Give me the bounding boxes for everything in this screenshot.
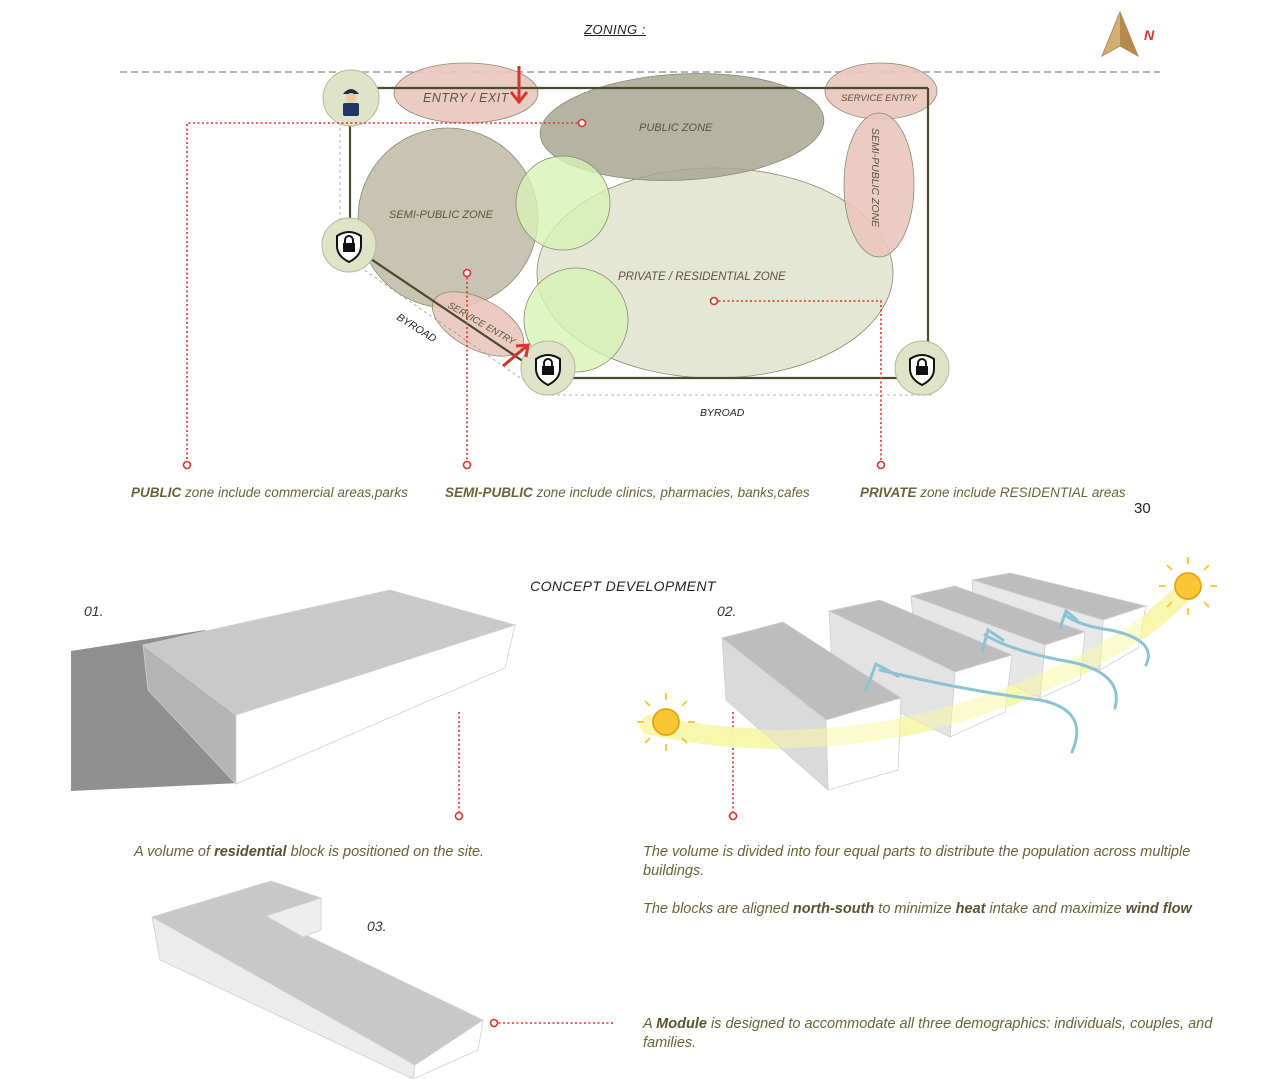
legend-semi-public-text: zone include clinics, pharmacies, banks,… xyxy=(532,485,810,500)
legend-private-bold: PRIVATE xyxy=(860,485,917,500)
step-03-description: A Module is designed to accommodate all … xyxy=(643,1015,1213,1053)
step-01-text-a: A volume of xyxy=(134,844,215,860)
label-service-entry-ne: SERVICE ENTRY xyxy=(841,93,918,104)
legend-private-text: zone include RESIDENTIAL areas xyxy=(916,485,1126,500)
label-byroad-south: BYROAD xyxy=(700,407,745,419)
step-03-number: 03. xyxy=(367,918,387,934)
step-01-description: A volume of residential block is positio… xyxy=(134,843,574,862)
step-02-text-bold-3: wind flow xyxy=(1125,901,1192,917)
step-02-description-1: The volume is divided into four equal pa… xyxy=(643,844,1191,879)
step-03-text-a: A xyxy=(643,1016,657,1032)
legend-semi-public-bold: SEMI-PUBLIC xyxy=(445,485,533,500)
label-entry-exit: ENTRY / EXIT xyxy=(423,91,510,105)
leader-dot xyxy=(489,1018,499,1028)
legend-semi-public: SEMI-PUBLIC zone include clinics, pharma… xyxy=(445,485,810,500)
security-guard-icon xyxy=(322,69,380,127)
sun-path-overlay xyxy=(641,581,1194,748)
green-buffer-top xyxy=(515,155,611,251)
step-01-number: 01. xyxy=(84,603,104,619)
concept-title: CONCEPT DEVELOPMENT xyxy=(530,578,716,594)
page-number: 30 xyxy=(1134,500,1151,517)
leader-dot xyxy=(454,811,464,821)
leader-dot xyxy=(709,296,719,306)
north-label: N xyxy=(1144,27,1155,43)
zone-leaders xyxy=(186,122,882,465)
concept-01-volume xyxy=(71,589,517,791)
leader-dot xyxy=(182,460,192,470)
label-public-zone: PUBLIC ZONE xyxy=(639,122,713,134)
step-01-text-bold: residential xyxy=(214,844,287,860)
label-byroad-west: BYROAD xyxy=(394,311,438,345)
zoning-title: ZONING : xyxy=(584,22,646,37)
service-arrow-icon xyxy=(502,343,530,368)
leader-dot xyxy=(728,811,738,821)
leader-dot xyxy=(577,118,587,128)
step-02-text-a: The blocks are aligned xyxy=(643,901,793,917)
public-zone xyxy=(539,73,825,181)
step-02-text-bold-2: heat xyxy=(955,901,986,917)
step-02-text-bold-1: north-south xyxy=(792,901,875,917)
step-03-text-b: is designed to accommodate all three dem… xyxy=(643,1016,1213,1051)
semi-public-east-zone xyxy=(843,112,915,258)
zone-blobs xyxy=(357,62,938,379)
step-01-text-b: block is positioned on the site. xyxy=(286,844,485,860)
step-02-text-e: intake and maximize xyxy=(985,901,1126,917)
concept-03-module xyxy=(150,880,484,1079)
label-semi-public-east: SEMI-PUBLIC ZONE xyxy=(869,128,881,228)
label-private-zone: PRIVATE / RESIDENTIAL ZONE xyxy=(618,271,786,283)
step-02-number: 02. xyxy=(717,603,737,619)
legend-public: PUBLIC zone include commercial areas,par… xyxy=(131,485,408,500)
label-semi-public: SEMI-PUBLIC ZONE xyxy=(389,209,494,221)
legend-public-bold: PUBLIC xyxy=(131,485,182,500)
lock-icon xyxy=(520,340,576,396)
sun-icon xyxy=(637,693,695,751)
sun-icon xyxy=(1159,557,1217,615)
leader-dot xyxy=(462,268,472,278)
legend-private: PRIVATE zone include RESIDENTIAL areas xyxy=(860,485,1126,500)
north-arrow-icon xyxy=(1100,10,1140,58)
service-entry-ne-zone xyxy=(824,62,938,120)
step-02-description-2: The blocks are aligned north-south to mi… xyxy=(643,900,1213,919)
entry-arrow-icon xyxy=(509,66,529,105)
leader-dot xyxy=(462,460,472,470)
wind-arrow-icon xyxy=(864,608,1150,754)
lock-icon xyxy=(894,340,950,396)
entry-exit-zone xyxy=(393,62,539,124)
lock-icon xyxy=(321,217,377,273)
leader-dot xyxy=(876,460,886,470)
step-03-text-bold: Module xyxy=(656,1016,707,1032)
step-02-text-c: to minimize xyxy=(874,901,956,917)
legend-public-text: zone include commercial areas,parks xyxy=(181,485,408,500)
